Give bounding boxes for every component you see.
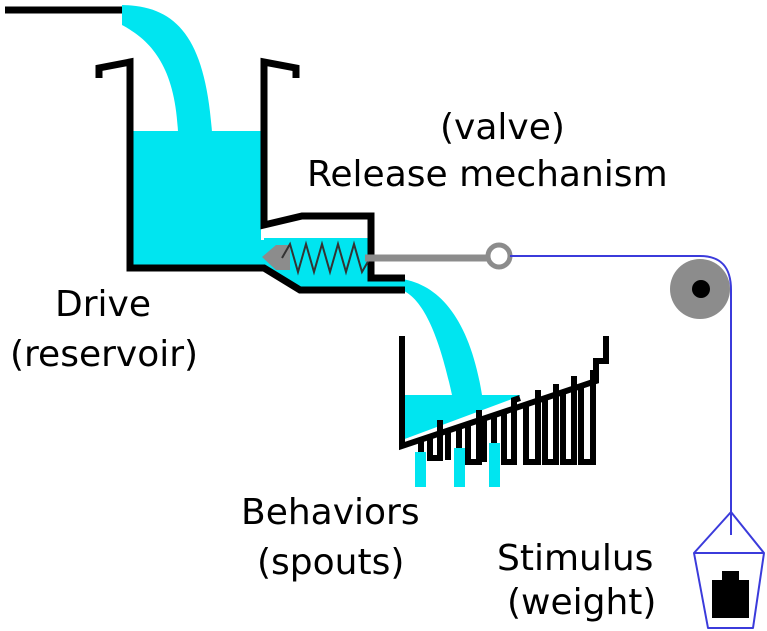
behaviors-label: Behaviors xyxy=(241,492,420,533)
reservoir-label: (reservoir) xyxy=(10,334,198,375)
pulley-string xyxy=(510,255,732,535)
outflow-water-stream xyxy=(402,279,482,395)
spout-stream-2 xyxy=(454,448,465,487)
weight-label: (weight) xyxy=(507,582,656,623)
valve-spring-icon xyxy=(281,240,371,276)
spouts-tank xyxy=(399,336,609,465)
weight-basket xyxy=(693,511,765,629)
spouts-label: (spouts) xyxy=(257,542,404,583)
reservoir-water xyxy=(133,131,264,268)
spout-stream-1 xyxy=(415,452,426,487)
release-mechanism-label: Release mechanism xyxy=(307,154,668,195)
weight-icon xyxy=(712,571,749,618)
drive-label: Drive xyxy=(55,284,151,325)
spout-stream-3 xyxy=(489,443,500,487)
valve-label: (valve) xyxy=(440,107,565,148)
stimulus-label: Stimulus xyxy=(497,538,653,579)
inlet-water-stream xyxy=(122,5,212,132)
reservoir-outline xyxy=(95,57,405,294)
spouts-tank-water xyxy=(402,395,520,440)
pulley-axle xyxy=(692,280,710,298)
valve-housing-outline xyxy=(260,57,405,282)
rod-ring xyxy=(485,242,513,270)
valve-plug xyxy=(262,245,290,270)
